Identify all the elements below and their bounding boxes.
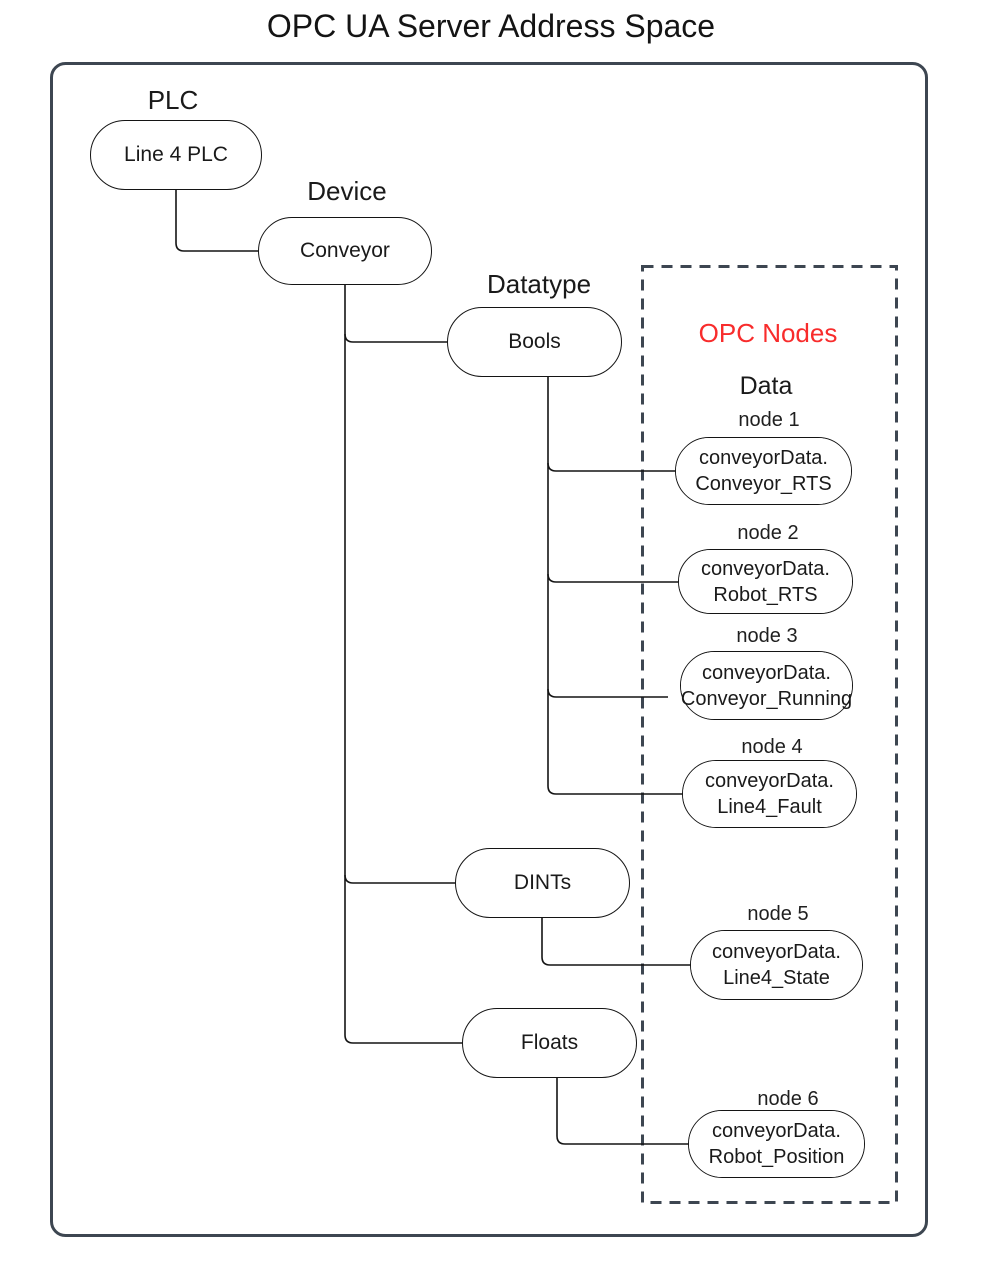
connector-plc-to-conveyor [175, 190, 258, 252]
opc-node-value-line1: conveyorData. [712, 941, 841, 963]
tree-node-label: DINTs [513, 871, 572, 894]
tree-node-label: Line 4 PLC [124, 143, 228, 166]
connector-bools-to-node2 [547, 573, 678, 583]
opc-node-value-line2: Conveyor_Running [680, 687, 853, 710]
opc-node-value-line2: Line4_Fault [717, 796, 822, 818]
opc-node-value-line2: Line4_State [723, 967, 830, 989]
connector-bools-trunk-to-node4 [547, 377, 682, 795]
opc-node-value-line2: Robot_RTS [713, 583, 818, 606]
opc-node-4-caption: node 4 [741, 736, 803, 758]
opc-node-value-line1: conveyorData. [705, 770, 834, 792]
tree-node-label: Bools [508, 330, 561, 353]
opc-node-1: conveyorData. Conveyor_RTS [675, 437, 852, 505]
group-label-plc: PLC [147, 85, 199, 115]
tree-node-floats: Floats [462, 1008, 637, 1078]
opc-node-value-line2: Conveyor_RTS [695, 473, 832, 495]
group-label-opc-nodes: OPC Nodes [698, 318, 838, 348]
address-space-frame [50, 62, 928, 1237]
group-label-device: Device [307, 176, 387, 206]
opc-node-5: conveyorData. Line4_State [690, 930, 863, 1000]
connector-bools-to-node1 [547, 462, 675, 472]
connector-conveyor-to-dints [344, 874, 455, 884]
connector-conveyor-trunk-to-floats [344, 285, 462, 1044]
opc-node-1-caption: node 1 [738, 409, 800, 431]
opc-node-value-line1: conveyorData. [701, 557, 830, 580]
tree-node-conveyor: Conveyor [258, 217, 432, 285]
opc-node-2-caption: node 2 [737, 522, 799, 544]
opc-node-6: conveyorData. Robot_Position [688, 1110, 865, 1178]
connector-conveyor-to-bools [344, 333, 447, 343]
opc-node-3: conveyorData. Conveyor_Running [680, 651, 853, 720]
opc-nodes-dashed-frame [641, 265, 898, 1204]
opc-node-value-line1: conveyorData. [699, 447, 828, 469]
opc-node-3-caption: node 3 [736, 625, 798, 647]
opc-node-6-caption: node 6 [757, 1088, 819, 1110]
tree-node-bools: Bools [447, 307, 622, 377]
opc-node-2: conveyorData. Robot_RTS [678, 549, 853, 614]
opc-node-value-line1: conveyorData. [712, 1120, 841, 1142]
opc-node-value-line2: Robot_Position [708, 1146, 845, 1168]
opc-node-5-caption: node 5 [747, 903, 809, 925]
tree-node-line4-plc: Line 4 PLC [90, 120, 262, 190]
group-label-datatype: Datatype [486, 269, 592, 299]
tree-node-dints: DINTs [455, 848, 630, 918]
connector-floats-to-node6 [556, 1078, 688, 1145]
connector-dints-to-node5 [541, 918, 690, 966]
connector-bools-to-node3 [547, 688, 668, 698]
tree-node-label: Conveyor [300, 239, 390, 262]
opc-node-value-line1: conveyorData. [702, 661, 831, 684]
diagram-title: OPC UA Server Address Space [266, 8, 716, 44]
opc-node-4: conveyorData. Line4_Fault [682, 760, 857, 828]
group-label-data: Data [739, 372, 793, 400]
tree-node-label: Floats [520, 1031, 579, 1054]
